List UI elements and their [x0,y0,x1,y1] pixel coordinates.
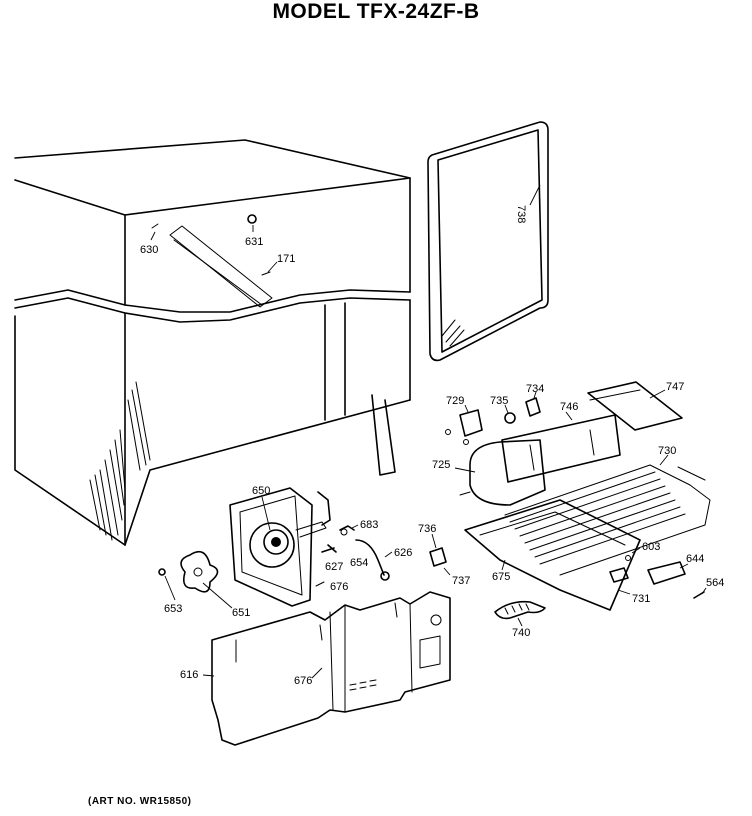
relay-part [429,533,451,576]
drain-hose-part [494,600,546,627]
wiring-parts [315,524,393,587]
rear-access-panel [202,591,451,746]
part-label-737: 737 [452,575,470,587]
fan-blade [158,550,233,609]
diagram-title: MODEL TFX-24ZF-B [272,0,480,23]
part-label-734: 734 [526,383,544,395]
part-label-735: 735 [490,395,508,407]
part-label-654: 654 [350,557,368,569]
part-label-736: 736 [418,523,436,535]
mounting-parts [501,547,707,599]
fan-bracket-assembly [229,487,331,607]
part-label-627: 627 [325,561,343,573]
compressor-assembly [445,381,711,611]
part-label-675: 675 [492,571,510,583]
part-label-730: 730 [658,445,676,457]
part-label-729: 729 [446,395,464,407]
art-number: (ART NO. WR15850) [88,796,192,807]
part-label-171: 171 [277,253,295,265]
part-label-626: 626 [394,547,412,559]
part-label-653: 653 [164,603,182,615]
part-label-738: 738 [515,205,527,223]
part-label-651: 651 [232,607,250,619]
part-label-683: 683 [360,519,378,531]
part-label-616: 616 [180,669,198,681]
part-label-676a: 676 [330,581,348,593]
part-label-747: 747 [666,381,684,393]
part-labels: 630 631 171 738 729 735 734 746 747 725 … [140,205,724,687]
part-label-603: 603 [642,541,660,553]
part-label-564: 564 [706,577,724,589]
part-label-746: 746 [560,401,578,413]
part-label-731: 731 [632,593,650,605]
part-label-676b: 676 [294,675,312,687]
refrigerator-cabinet [14,139,411,546]
part-label-631: 631 [245,236,263,248]
part-label-650: 650 [252,485,270,497]
part-label-725: 725 [432,459,450,471]
part-label-630: 630 [140,244,158,256]
door-gasket [427,121,549,362]
part-label-740: 740 [512,627,530,639]
part-label-644: 644 [686,553,704,565]
